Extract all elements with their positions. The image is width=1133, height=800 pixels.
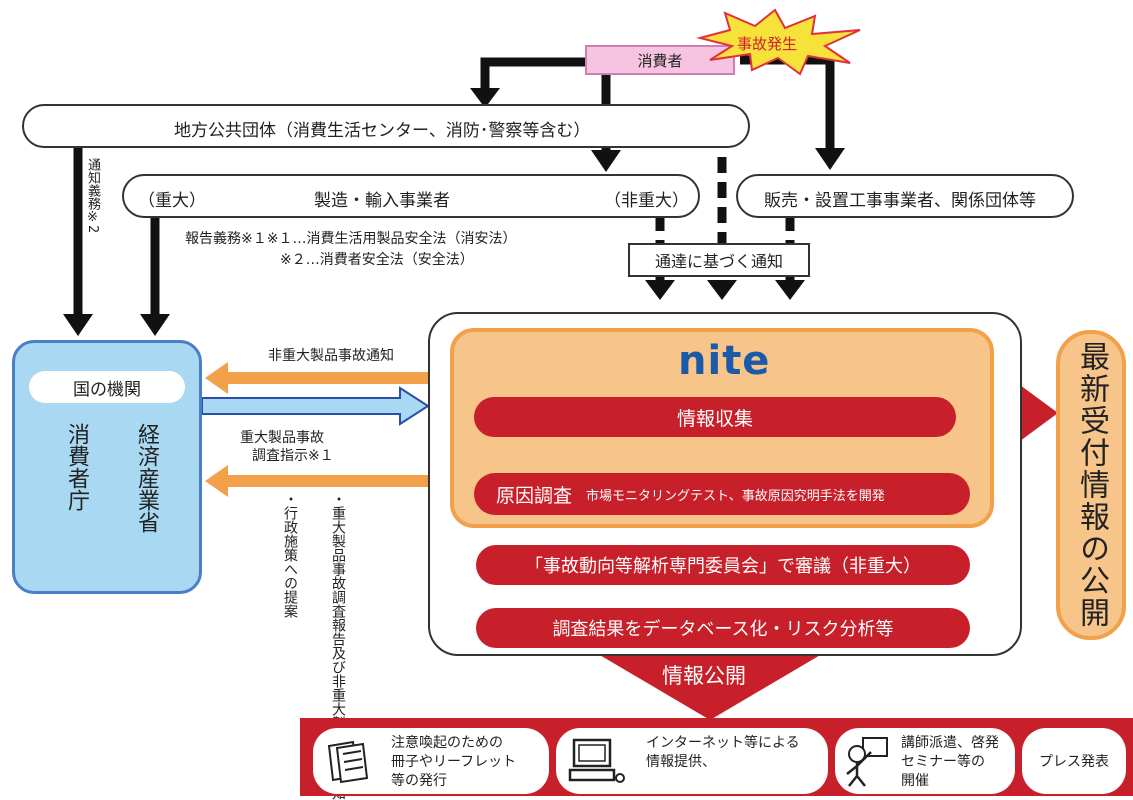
report-duty-line1: 報告義務※１※１…消費生活用製品安全法（消安法） [185, 231, 517, 247]
card-booklet: 注意喚起のための 冊子やリーフレット 等の発行 [313, 728, 549, 794]
cause-desc: 市場モニタリングテスト、事故原因究明手法を開発 [586, 488, 885, 504]
card-seminar-line3: 開催 [901, 773, 929, 789]
nonserious-notice-label: 非重大製品事故通知 [268, 348, 394, 364]
card-internet: インターネット等による 情報提供、 [556, 728, 828, 794]
consumer-box: 消費者 [585, 45, 735, 75]
cause-bar: 原因調査 市場モニタリングテスト、事故原因究明手法を開発 [474, 473, 970, 515]
serious-label-line2: 調査指示※１ [252, 448, 334, 464]
local-gov-box: 地方公共団体（消費生活センター、消防･警察等含む） [22, 104, 750, 148]
serious-label-line1: 重大製品事故 [240, 430, 324, 446]
nite-logo: nite [678, 338, 771, 384]
cause-title: 原因調査 [496, 484, 573, 507]
sales-box: 販売・設置工事事業者、関係団体等 [736, 174, 1074, 218]
report-duty-line2: ※２…消費者安全法（安全法） [280, 252, 474, 268]
card-seminar-line2: セミナー等の [901, 754, 985, 770]
gov-meti: 経済産業省 [134, 423, 159, 533]
card-seminar: 講師派遣、啓発 セミナー等の 開催 [835, 728, 1015, 794]
committee-label: 「事故動向等解析専門委員会」で審議（非重大） [525, 556, 921, 577]
booklet-icon [327, 740, 369, 784]
arrow-consumer-to-localgov [480, 57, 585, 95]
manufacturer-nonserious-label: （非重大） [604, 191, 689, 211]
gov-header: 国の機関 [29, 371, 185, 403]
card-internet-line1: インターネット等による [646, 735, 800, 751]
latest-info-label: 最新受付情報の公開 [1074, 341, 1109, 629]
card-booklet-line3: 等の発行 [391, 773, 447, 789]
card-press-label: プレス発表 [1039, 754, 1109, 770]
tsutatsu-label: 通達に基づく通知 [654, 252, 783, 271]
info-collect-bar: 情報収集 [474, 397, 956, 437]
card-press: プレス発表 [1022, 728, 1126, 794]
gov-header-label: 国の機関 [73, 379, 141, 400]
publish-label: 情報公開 [662, 664, 746, 688]
manufacturer-box: （重大） 製造・輸入事業者 （非重大） [122, 174, 700, 218]
tsutatsu-box: 通達に基づく通知 [628, 243, 810, 277]
computer-icon [568, 738, 625, 783]
card-booklet-line2: 冊子やリーフレット [391, 754, 517, 770]
notification-duty-text: 通知義務※2 [85, 158, 100, 234]
latest-info-box: 最新受付情報の公開 [1056, 330, 1126, 640]
accident-label: 事故発生 [737, 35, 798, 53]
card-internet-line2: 情報提供、 [646, 754, 716, 770]
database-label: 調査結果をデータベース化・リスク分析等 [552, 619, 894, 640]
arrow-gov-to-nite [201, 386, 430, 426]
lecturer-icon [846, 737, 888, 787]
database-bar: 調査結果をデータベース化・リスク分析等 [476, 608, 970, 648]
gov-box: 国の機関 経済産業省 消費者庁 [12, 340, 202, 594]
report-item-2: ・行政施策への提案 [282, 492, 298, 618]
consumer-label: 消費者 [637, 51, 683, 70]
card-seminar-line1: 講師派遣、啓発 [901, 735, 999, 751]
manufacturer-label: 製造・輸入事業者 [314, 191, 450, 211]
info-collect-label: 情報収集 [676, 407, 753, 430]
card-booklet-line1: 注意喚起のための [391, 735, 503, 751]
committee-bar: 「事故動向等解析専門委員会」で審議（非重大） [476, 545, 970, 585]
sales-label: 販売・設置工事事業者、関係団体等 [764, 191, 1036, 211]
accident-burst-icon [696, 8, 861, 76]
publish-arrow [598, 654, 822, 720]
manufacturer-serious-label: （重大） [138, 191, 206, 211]
local-gov-label: 地方公共団体（消費生活センター、消防･警察等含む） [174, 121, 591, 141]
gov-caa: 消費者庁 [64, 423, 89, 511]
